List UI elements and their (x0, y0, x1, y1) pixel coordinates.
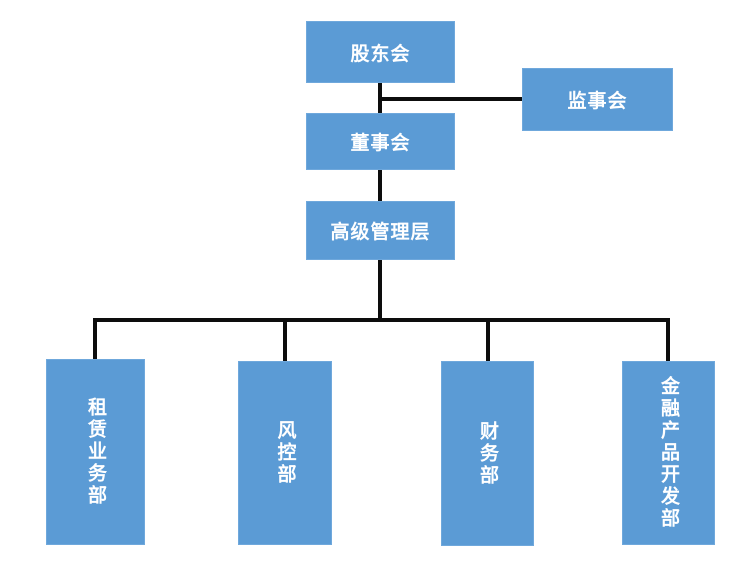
node-leasing-label: 租赁业务部 (85, 397, 107, 507)
node-leasing-business-dept[interactable]: 租赁业务部 (46, 359, 145, 545)
node-board-of-directors[interactable]: 董事会 (306, 113, 455, 170)
node-product-label: 金融产品开发部 (658, 376, 680, 530)
node-risk-control-dept[interactable]: 风控部 (238, 361, 332, 545)
connector-department-bus (93, 318, 670, 322)
node-shareholders-label: 股东会 (350, 42, 411, 65)
connector-board-to-supervisors (378, 97, 524, 101)
connector-drop-product (666, 318, 670, 363)
node-supervisors-label: 监事会 (567, 90, 628, 112)
node-finance-dept[interactable]: 财务部 (441, 361, 534, 546)
node-finance-label: 财务部 (477, 420, 499, 487)
node-risk-label: 风控部 (274, 420, 297, 486)
connector-drop-leasing (93, 318, 97, 361)
node-board-label: 董事会 (350, 132, 411, 154)
node-financial-product-dev-dept[interactable]: 金融产品开发部 (622, 361, 715, 545)
connector-drop-risk (283, 318, 287, 363)
node-management-label: 高级管理层 (330, 221, 431, 243)
connector-management-trunk (378, 260, 382, 322)
connector-drop-finance (486, 318, 490, 363)
node-shareholders-meeting[interactable]: 股东会 (306, 21, 455, 83)
node-board-of-supervisors[interactable]: 监事会 (522, 68, 673, 131)
node-senior-management[interactable]: 高级管理层 (306, 201, 455, 260)
connector-board-to-management (378, 170, 382, 201)
